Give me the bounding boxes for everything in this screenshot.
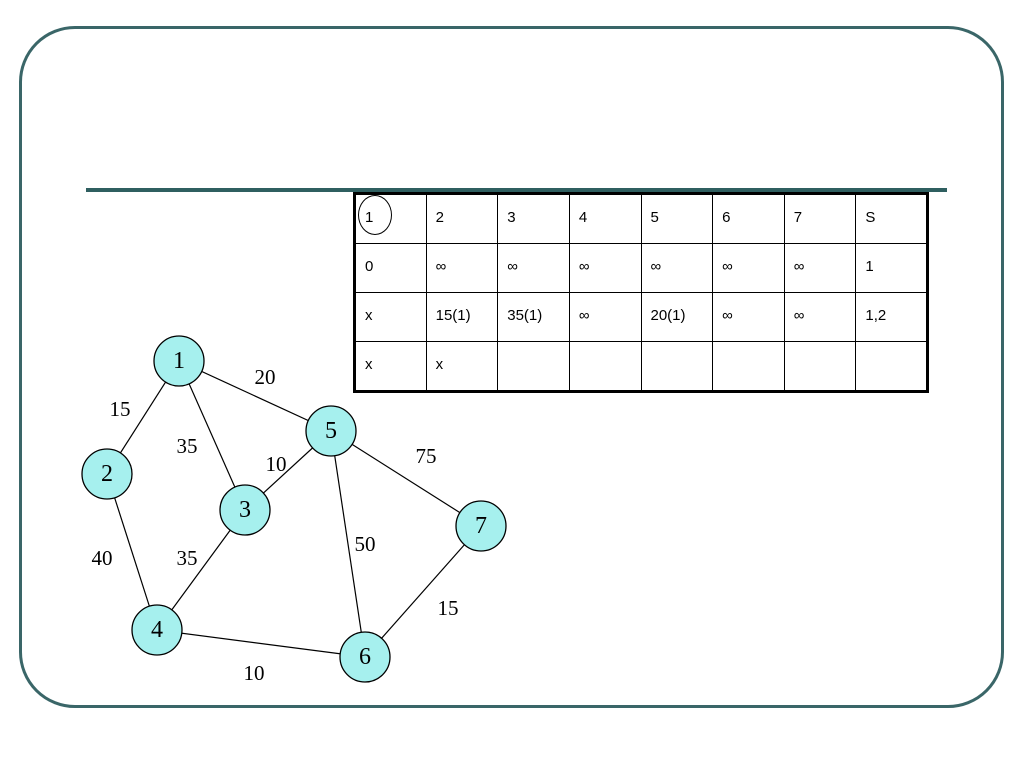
table-cell: 35(1) [497, 292, 570, 342]
table-row: x x [354, 341, 928, 392]
table-cell: ∞ [568, 292, 642, 342]
edge-5-6 [330, 430, 366, 658]
node-label: 3 [239, 497, 251, 523]
edge-weight-label: 35 [177, 434, 198, 458]
graph-node-6: 6 [339, 631, 391, 683]
table-cell: ∞ [783, 243, 857, 293]
graph-node-4: 4 [131, 604, 183, 656]
edge-5-7 [330, 430, 482, 527]
table-cell: ∞ [712, 243, 785, 293]
edge-weight-label: 20 [255, 365, 276, 389]
edge-1-5 [178, 360, 332, 432]
table-cell: 7 [783, 193, 857, 244]
graph-node-5: 5 [305, 405, 357, 457]
graph-node-2: 2 [81, 448, 133, 500]
node-label: 7 [475, 513, 487, 539]
table-cell: ∞ [425, 243, 499, 293]
node-circle [131, 604, 183, 656]
node-label: 5 [325, 418, 337, 444]
edge-weight-label: 40 [92, 546, 113, 570]
node-circle [339, 631, 391, 683]
edge-2-4 [106, 473, 158, 631]
node-label: 2 [101, 461, 113, 487]
table-cell: 1 [855, 243, 928, 293]
table-cell: 6 [712, 193, 785, 244]
edge-7-6 [364, 525, 482, 658]
table-cell: x [425, 341, 499, 392]
table-cell: x [354, 341, 427, 392]
edge-weight-label: 10 [266, 452, 287, 476]
edge-weight-label: 15 [110, 397, 131, 421]
edge-weight-label: 50 [355, 532, 376, 556]
table-cell: 5 [640, 193, 714, 244]
table-cell: ∞ [497, 243, 570, 293]
distance-table: 1 2 3 4 5 6 7 S 0 ∞ ∞ ∞ ∞ ∞ ∞ 1 x 15(1) … [353, 192, 929, 393]
table-cell [855, 341, 928, 392]
node-circle [81, 448, 133, 500]
node-label: 6 [359, 644, 371, 670]
node-circle [153, 335, 205, 387]
graph-node-7: 7 [455, 500, 507, 552]
table-cell: ∞ [712, 292, 785, 342]
edge-1-3 [178, 360, 246, 511]
node-circle [219, 484, 271, 536]
table-row: 0 ∞ ∞ ∞ ∞ ∞ ∞ 1 [354, 243, 928, 293]
table-cell [783, 341, 857, 392]
table-cell: 20(1) [640, 292, 714, 342]
edge-weight-label: 75 [416, 444, 437, 468]
edge-weight-label: 15 [438, 596, 459, 620]
node-label: 1 [173, 348, 185, 374]
table-cell: 1 [354, 193, 427, 244]
graph-node-3: 3 [219, 484, 271, 536]
table-cell [568, 341, 642, 392]
edge-4-6 [156, 629, 366, 658]
node-label: 4 [151, 617, 163, 643]
node-circle [305, 405, 357, 457]
edge-weight-label: 10 [244, 661, 265, 685]
selected-node-circle [358, 195, 392, 235]
table-row: 1 2 3 4 5 6 7 S [354, 193, 928, 244]
title-divider [86, 188, 947, 192]
table-cell: ∞ [783, 292, 857, 342]
node-circle [455, 500, 507, 552]
table-cell: 0 [354, 243, 427, 293]
graph-node-1: 1 [153, 335, 205, 387]
table-cell [712, 341, 785, 392]
edge-weight-label: 35 [177, 546, 198, 570]
graph-nodes: 1 2 3 4 5 6 7 [81, 335, 507, 683]
